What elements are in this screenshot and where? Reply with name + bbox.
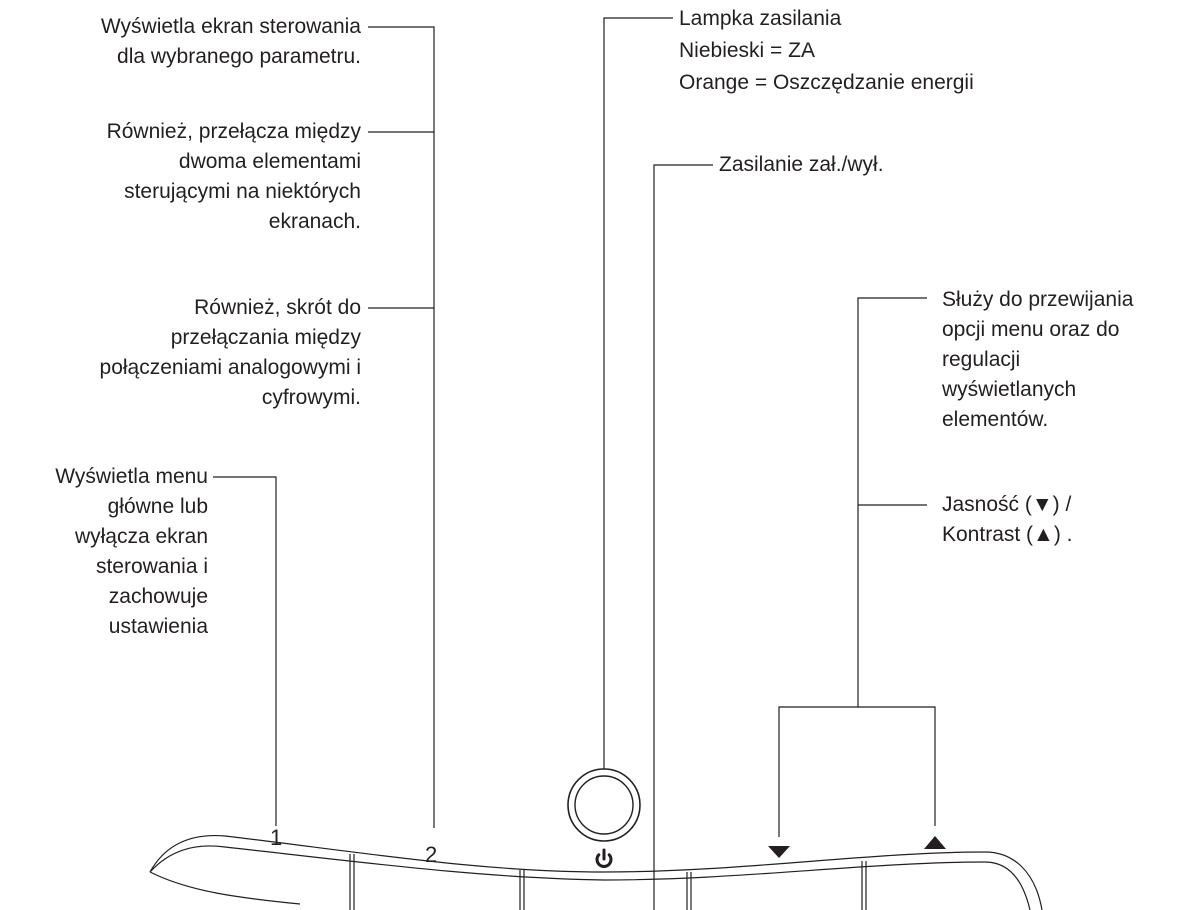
button-1-label: 1 bbox=[270, 825, 282, 850]
down-arrow-icon bbox=[768, 846, 790, 858]
leader-select-display bbox=[368, 26, 435, 828]
button-1[interactable] bbox=[215, 845, 347, 910]
callout-main-menu: Wyświetla menu główne lub wyłącza ekran … bbox=[55, 465, 208, 638]
callout-power-switch: Zasilanie zał./wył. bbox=[719, 153, 884, 176]
down-button[interactable] bbox=[694, 865, 859, 910]
bezel-bottom-edge bbox=[149, 871, 301, 905]
bezel-inner bbox=[149, 845, 1031, 910]
leader-scroll bbox=[857, 297, 927, 707]
callout-power-light: Lampka zasilania Niebieski = ZA Orange =… bbox=[679, 7, 974, 94]
power-icon bbox=[595, 848, 613, 868]
power-button[interactable] bbox=[527, 873, 684, 910]
bezel-outer bbox=[149, 834, 1043, 910]
button-2[interactable] bbox=[357, 860, 517, 910]
leader-arrow-buttons bbox=[778, 706, 936, 837]
callout-brightness-contrast: Jasność (▼) / Kontrast (▲) . bbox=[942, 493, 1073, 546]
callout-select-display: Wyświetla ekran sterowania dla wybranego… bbox=[100, 15, 361, 68]
callout-shortcut-analog-digital: Również, skrót do przełączania między po… bbox=[99, 296, 361, 409]
up-arrow-icon bbox=[924, 836, 946, 849]
leader-main-menu bbox=[213, 476, 277, 826]
leader-power-switch bbox=[653, 164, 713, 910]
up-button[interactable] bbox=[869, 858, 1019, 910]
callout-scroll-adjust: Służy do przewijania opcji menu oraz do … bbox=[942, 288, 1134, 431]
callout-toggle-controls: Również, przełącza między dwoma elementa… bbox=[106, 120, 361, 233]
button-separators bbox=[349, 854, 867, 910]
power-light-inner bbox=[574, 775, 634, 835]
leader-power-light bbox=[603, 17, 673, 770]
